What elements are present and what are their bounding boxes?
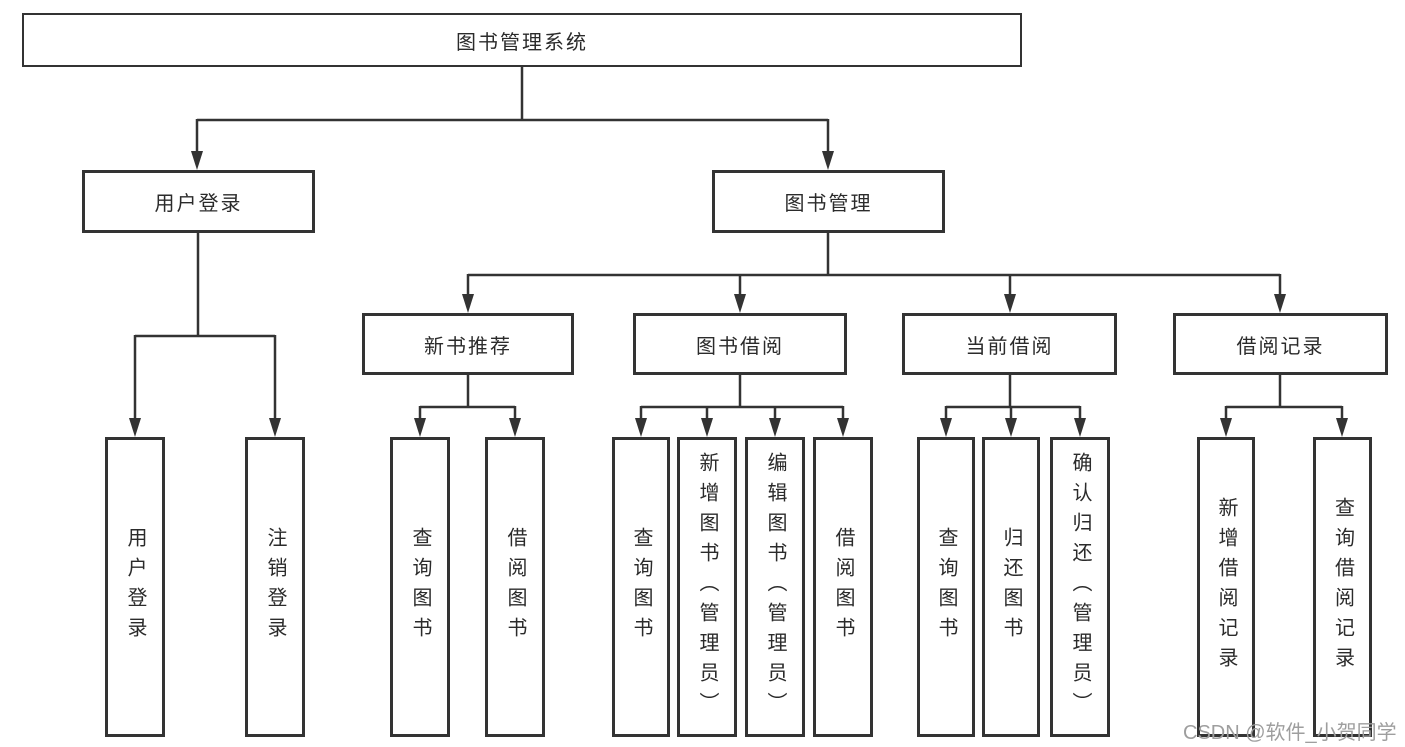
node-label: 查询借阅记录 — [1331, 497, 1354, 677]
leaf-query-books-2: 查询图书 — [612, 437, 670, 737]
leaf-borrow-books-2: 借阅图书 — [813, 437, 873, 737]
node-label: 确认归还（管理员） — [1069, 452, 1091, 722]
node-label: 图书管理系统 — [456, 31, 588, 54]
node-user-login: 用户登录 — [82, 170, 315, 233]
node-label: 编辑图书（管理员） — [764, 452, 786, 722]
leaf-user-login: 用户登录 — [105, 437, 165, 737]
node-book-management: 图书管理 — [712, 170, 945, 233]
leaf-logout-login: 注销登录 — [245, 437, 305, 737]
node-label: 图书管理 — [784, 193, 873, 215]
node-label: 新增图书（管理员） — [696, 452, 718, 722]
leaf-return-book: 归还图书 — [982, 437, 1040, 737]
leaf-query-borrow-record: 查询借阅记录 — [1313, 437, 1372, 737]
leaf-confirm-return-admin: 确认归还（管理员） — [1050, 437, 1110, 737]
node-label: 借阅记录 — [1236, 335, 1325, 358]
node-label: 查询图书 — [630, 527, 652, 647]
leaf-borrow-books: 借阅图书 — [485, 437, 545, 737]
node-label: 查询图书 — [409, 527, 431, 647]
node-label: 当前借阅 — [965, 335, 1054, 358]
node-label: 用户登录 — [124, 527, 146, 647]
node-label: 查询图书 — [935, 527, 957, 647]
node-label: 图书借阅 — [696, 335, 784, 358]
watermark: CSDN @软件_小贺同学 — [1183, 722, 1397, 744]
node-label: 新增借阅记录 — [1215, 497, 1237, 677]
node-label: 新书推荐 — [424, 335, 512, 358]
leaf-add-borrow-record: 新增借阅记录 — [1197, 437, 1255, 737]
node-borrow-record: 借阅记录 — [1173, 313, 1388, 375]
node-book-borrow: 图书借阅 — [633, 313, 847, 375]
node-label: 注销登录 — [264, 527, 286, 647]
leaf-query-books-3: 查询图书 — [917, 437, 975, 737]
leaf-add-book-admin: 新增图书（管理员） — [677, 437, 737, 737]
node-library-system: 图书管理系统 — [22, 13, 1022, 67]
leaf-edit-book-admin: 编辑图书（管理员） — [745, 437, 805, 737]
node-label: 归还图书 — [1000, 527, 1022, 647]
node-label: 借阅图书 — [504, 527, 526, 647]
arrowheads — [129, 151, 1348, 437]
node-label: 借阅图书 — [832, 527, 854, 647]
leaf-query-books: 查询图书 — [390, 437, 450, 737]
node-label: 用户登录 — [154, 193, 243, 215]
node-new-book-recommend: 新书推荐 — [362, 313, 574, 375]
node-current-borrow: 当前借阅 — [902, 313, 1117, 375]
